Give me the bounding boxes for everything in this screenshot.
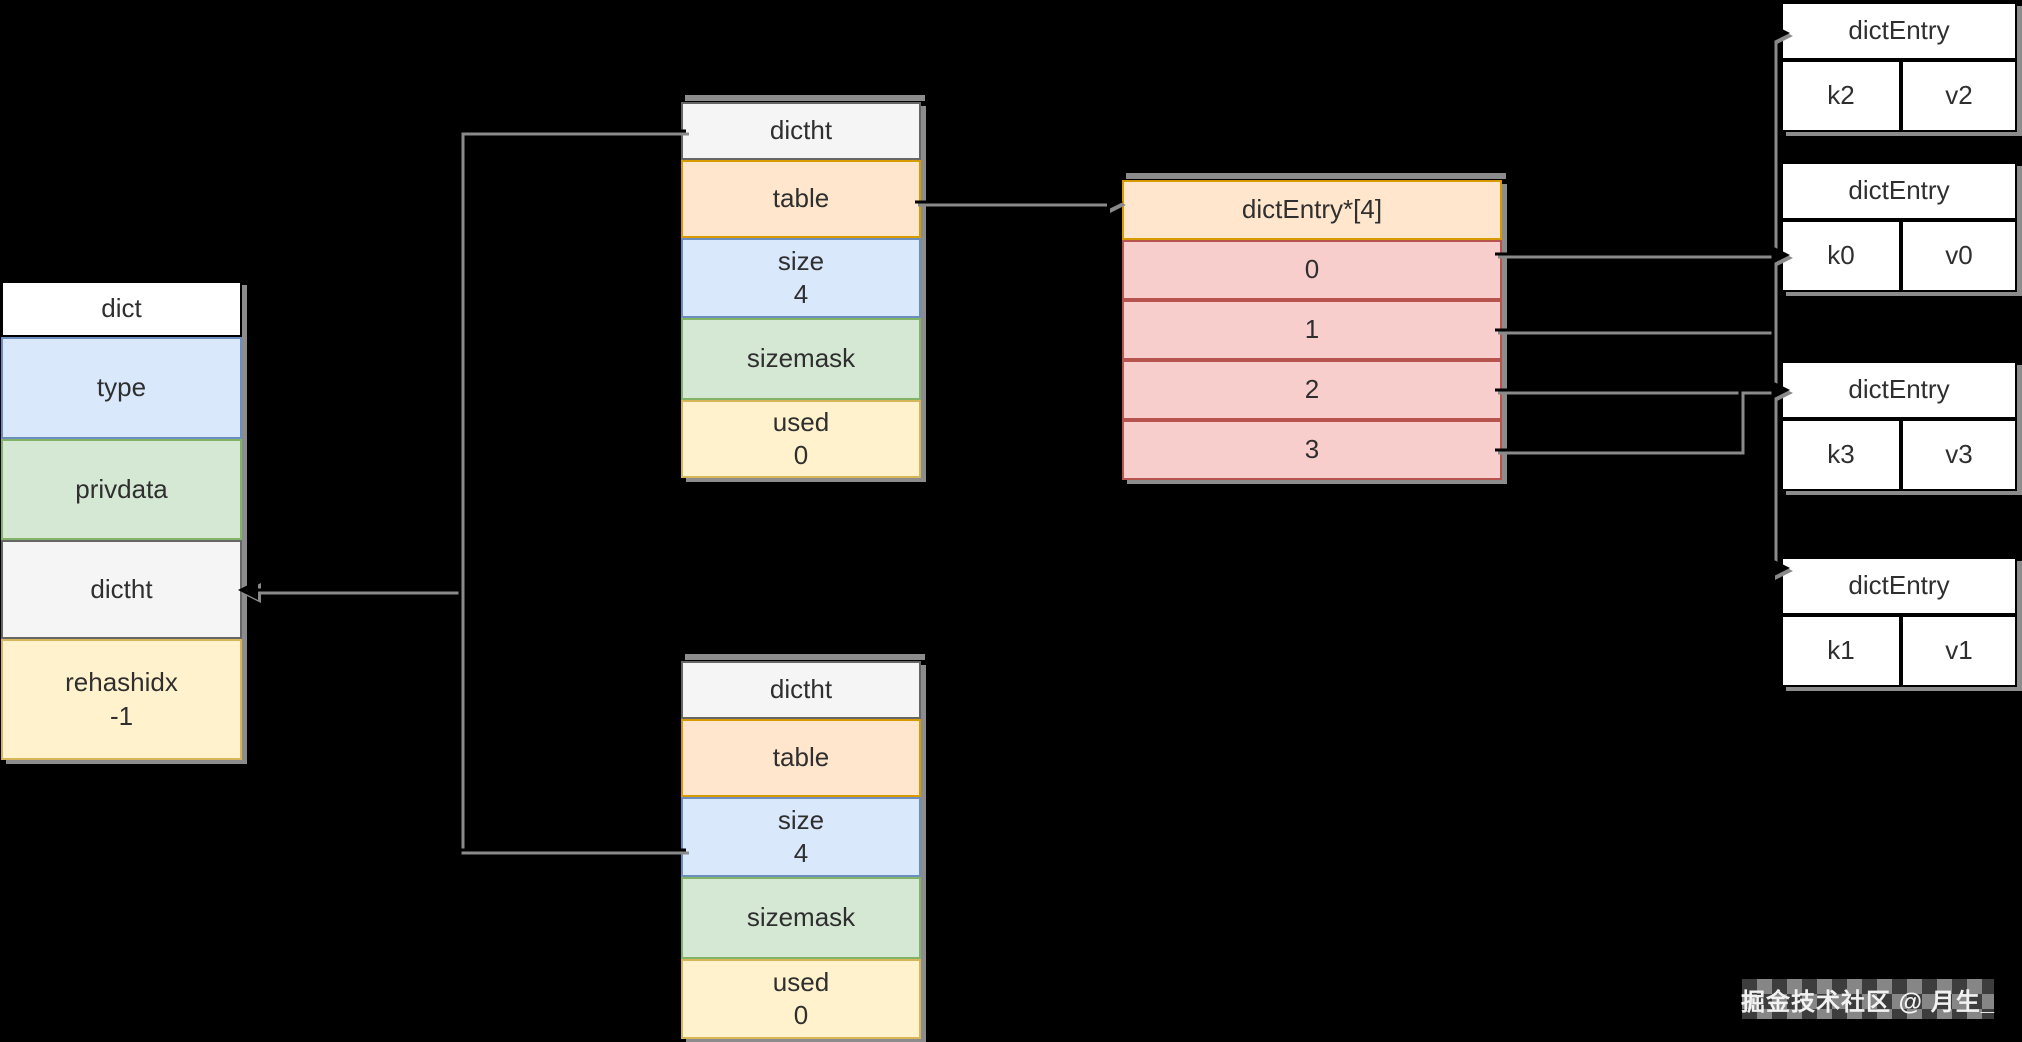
- ht1-used-value: 0: [793, 1000, 809, 1030]
- dictentry-title: dictEntry: [1781, 162, 2017, 220]
- ht1-title: dictht: [681, 661, 921, 719]
- ht1-cell-table: table: [681, 719, 921, 797]
- bucket-array-title: dictEntry*[4]: [1122, 180, 1502, 240]
- arrow-row2-to-k2: [1495, 31, 1776, 392]
- ht0-size-label: size: [777, 245, 825, 276]
- dict-title: dict: [1, 281, 242, 337]
- ht1-size-label: size: [777, 804, 825, 835]
- ht0-used-value: 0: [793, 440, 809, 470]
- dict-cell-rehashidx: rehashidx -1: [1, 639, 242, 760]
- ht0-cell-sizemask: sizemask: [681, 318, 921, 400]
- ht1-cell-used: used 0: [681, 959, 921, 1039]
- ht0-size-value: 4: [793, 279, 809, 309]
- arrow-row1-to-k1: [1495, 328, 1776, 570]
- bucket-row-0: 0: [1122, 240, 1502, 300]
- ht1-size-value: 4: [793, 838, 809, 868]
- ht1-cell-sizemask: sizemask: [681, 877, 921, 959]
- entry-value: v3: [1901, 419, 2017, 491]
- watermark: 掘金技术社区 @ 月生_: [1741, 979, 1994, 1019]
- dictentry-box-k0: dictEntry k0 v0: [1781, 162, 2017, 292]
- ht1-used-label: used: [772, 966, 830, 997]
- entry-value: v0: [1901, 220, 2017, 292]
- ht0-cell-used: used 0: [681, 400, 921, 478]
- bucket-row-3: 3: [1122, 420, 1502, 480]
- arrow-row3-to-k3: [1495, 388, 1776, 452]
- entry-key: k0: [1781, 220, 1901, 292]
- entry-key: k1: [1781, 615, 1901, 687]
- entry-key: k2: [1781, 60, 1901, 132]
- dict-cell-type: type: [1, 337, 242, 439]
- dictht-ht0-box: dictht table size 4 sizemask used 0: [681, 95, 925, 478]
- dict-struct-box: dict type privdata dictht rehashidx -1: [1, 281, 242, 760]
- dictentry-box-k2: dictEntry k2 v2: [1781, 2, 2017, 132]
- arrow-ht0-to-dict: [252, 129, 686, 592]
- ht0-used-label: used: [772, 406, 830, 437]
- rehashidx-label: rehashidx: [65, 667, 178, 698]
- dict-cell-dictht: dictht: [1, 540, 242, 639]
- rehashidx-value: -1: [109, 700, 134, 731]
- dictentry-box-k1: dictEntry k1 v1: [1781, 557, 2017, 687]
- dict-cell-privdata: privdata: [1, 439, 242, 540]
- arrow-ht1-to-dict: [252, 588, 686, 852]
- entry-value: v1: [1901, 615, 2017, 687]
- bucket-row-1: 1: [1122, 300, 1502, 360]
- bucket-row-2: 2: [1122, 360, 1502, 420]
- arrowhead-array: [1107, 194, 1123, 210]
- ht0-cell-size: size 4: [681, 238, 921, 318]
- dictentry-title: dictEntry: [1781, 557, 2017, 615]
- ht0-title: dictht: [681, 102, 921, 160]
- dictentry-title: dictEntry: [1781, 2, 2017, 60]
- ht1-cell-size: size 4: [681, 797, 921, 877]
- bucket-array-box: dictEntry*[4] 0 1 2 3: [1122, 173, 1506, 480]
- entry-key: k3: [1781, 419, 1901, 491]
- ht0-cell-table: table: [681, 160, 921, 238]
- dictentry-title: dictEntry: [1781, 361, 2017, 419]
- entry-value: v2: [1901, 60, 2017, 132]
- dictht-ht1-box: dictht table size 4 sizemask used 0: [681, 654, 925, 1039]
- dictentry-box-k3: dictEntry k3 v3: [1781, 361, 2017, 491]
